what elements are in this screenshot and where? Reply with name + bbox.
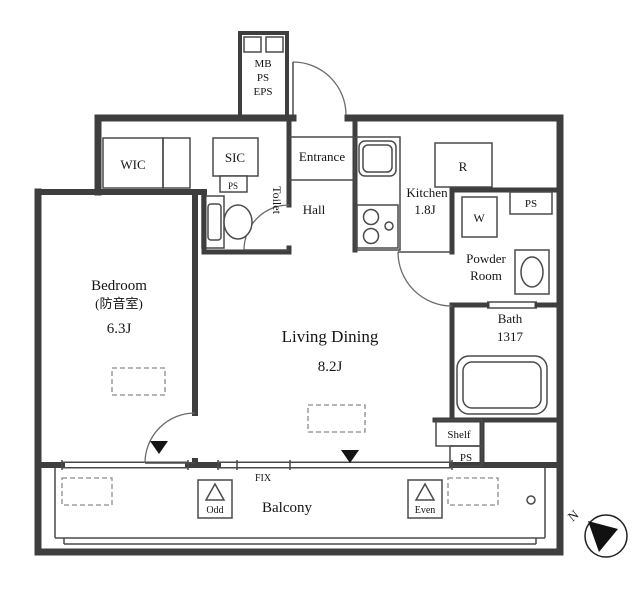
ps-box-shelf: [449, 445, 483, 467]
north-arrow-icon: [588, 521, 618, 552]
bath-size-label: 1317: [497, 329, 524, 344]
sink-basin: [362, 144, 393, 173]
meter-box-icon: [265, 36, 284, 53]
tinted-areas: [102, 137, 498, 249]
washer-label: W: [473, 211, 485, 225]
ps-right-label: PS: [525, 198, 537, 210]
label-backing: [453, 156, 473, 176]
odd-hatch-triangle-icon: [204, 482, 226, 501]
kitchen-counter: [354, 136, 401, 251]
north-compass: N: [565, 506, 628, 558]
drain-icon: [526, 495, 536, 505]
living-dashed-area: [307, 404, 366, 433]
refrigerator-area: [434, 142, 493, 188]
kitchen-size-label: 1.8J: [414, 202, 435, 217]
outer-walls: [34, 114, 564, 556]
odd-label: Odd: [206, 505, 223, 516]
balcony-rail: [54, 468, 546, 545]
window-lines: [61, 460, 453, 470]
shaft-detail: [243, 36, 284, 53]
hatch-boxes: [197, 479, 443, 519]
fix-window-label: FIX: [255, 473, 272, 484]
opening-marker-icon: [150, 441, 168, 454]
entrance-door-arc: [292, 61, 347, 116]
shaft-eps-label: EPS: [254, 86, 273, 98]
bathtub-inner: [462, 361, 542, 409]
living-dining-size-label: 8.2J: [318, 359, 343, 375]
labels: MB PS EPS WIC SIC PS Entrance Toilet Hal…: [91, 58, 537, 516]
service-boxes: [219, 175, 553, 467]
balcony-label: Balcony: [262, 500, 312, 516]
bedroom-dashed-area: [111, 367, 166, 396]
kitchen-label: Kitchen: [406, 185, 448, 200]
hall-label: Hall: [303, 202, 326, 217]
toilet-fixture: [207, 203, 253, 241]
toilet-door-arc: [243, 204, 290, 251]
meter-box-icon: [243, 36, 262, 53]
shelf-label: Shelf: [447, 429, 471, 441]
closet-hanger-area: [162, 137, 191, 189]
burner-icon: [362, 227, 380, 245]
walls: [34, 31, 564, 556]
bedroom-label: Bedroom: [91, 278, 147, 294]
even-hatch-box: [407, 479, 443, 519]
even-label: Even: [415, 505, 436, 516]
bath-fixtures: [456, 355, 548, 415]
shaft-mb-label: MB: [254, 58, 271, 70]
bedroom-note-label: (防音室): [95, 296, 143, 311]
washer-area: [461, 196, 498, 238]
bath-sliding-door: [487, 301, 537, 309]
burner-icon: [384, 221, 394, 231]
bath-label: Bath: [498, 311, 523, 326]
powder-room-label-2: Room: [470, 268, 502, 283]
shelf-ps-label: PS: [460, 452, 472, 464]
odd-hatch-box: [197, 479, 233, 519]
bedroom-size-label: 6.3J: [107, 321, 132, 337]
ps-box-right: [509, 191, 553, 215]
shaft-ps-label: PS: [257, 72, 269, 84]
toilet-tank: [207, 203, 222, 241]
burner-icon: [362, 208, 380, 226]
washbasin-bowl: [520, 256, 544, 288]
door-arcs: [144, 61, 453, 464]
living-dining-label: Living Dining: [282, 327, 379, 346]
toilet-icon: [223, 204, 253, 240]
stove-icon: [356, 204, 399, 249]
ps-box-sic: [219, 175, 248, 193]
sic-ps-label: PS: [228, 181, 238, 191]
entrance-label: Entrance: [299, 149, 345, 164]
bathtub-icon: [456, 355, 548, 415]
balcony-dashed-area-right: [447, 477, 499, 506]
powder-room-label-1: Powder: [466, 251, 506, 266]
bedroom-door-arc: [144, 412, 196, 464]
toilet-label: Toilet: [270, 186, 284, 214]
sink-icon: [358, 140, 397, 177]
dashed-areas: [61, 367, 499, 506]
kitchen-fixtures: [354, 136, 401, 251]
balcony-dashed-area-left: [61, 477, 113, 506]
powder-fixtures: [514, 249, 550, 295]
wic-label: WIC: [120, 157, 145, 172]
sic-label: SIC: [225, 150, 245, 165]
fridge-label: R: [459, 159, 468, 174]
powder-room-door-arc: [397, 251, 453, 307]
windows: [61, 460, 453, 470]
entrance-step-lines: [289, 136, 355, 181]
opening-marker-icon: [341, 450, 359, 463]
even-hatch-triangle-icon: [414, 482, 436, 501]
shaft-walls: [238, 31, 289, 117]
balcony-rail-lines: [54, 468, 546, 545]
